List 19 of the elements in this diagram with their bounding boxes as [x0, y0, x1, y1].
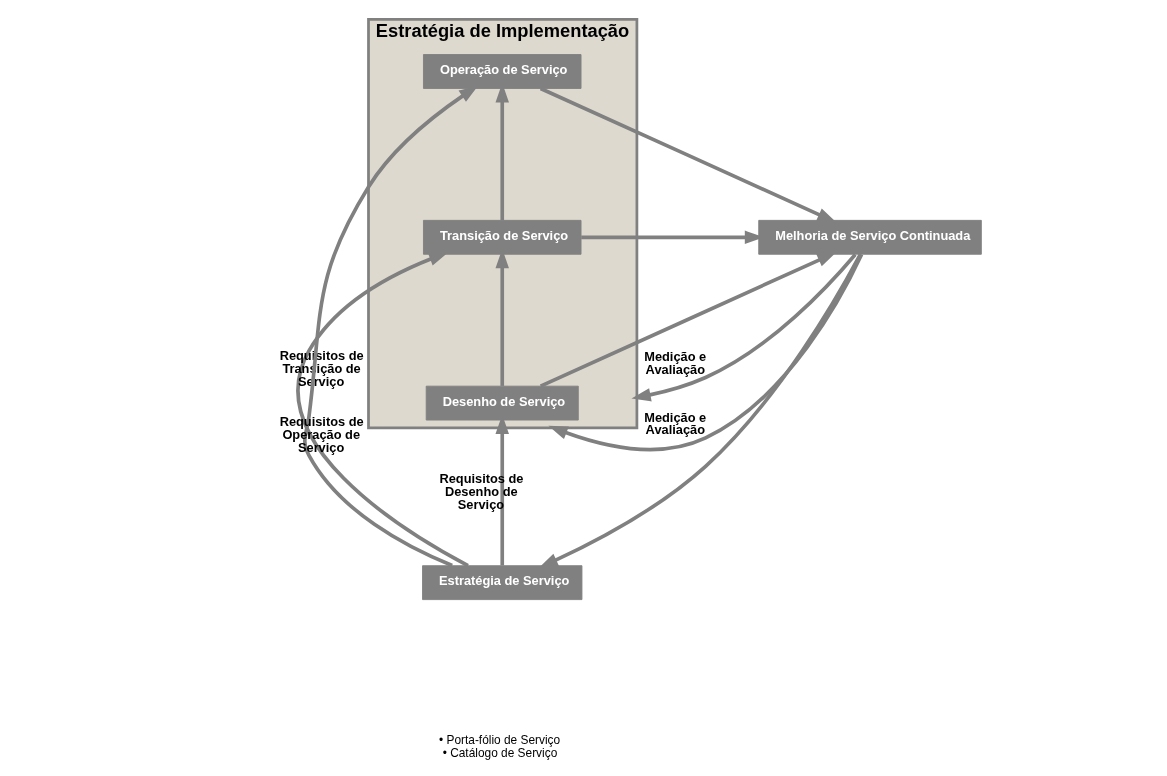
edge-label: Medição e Avaliação — [643, 409, 706, 438]
edge-label: Medição e Avaliação — [643, 349, 706, 377]
arrow — [539, 252, 836, 388]
edge-label: Requisitos de Operação de Serviço — [279, 414, 364, 455]
node-label: • Porta-fólio de Serviço — [438, 733, 560, 748]
arrow — [538, 253, 862, 568]
arrow — [296, 252, 469, 568]
node-box: Melhoria de Serviço Continuada — [757, 219, 982, 255]
arrow — [547, 253, 863, 452]
arrow — [302, 85, 478, 568]
node-box: Desenho de Serviço — [425, 385, 579, 421]
node-box: Estratégia de Serviço — [421, 565, 582, 601]
arrow — [539, 86, 836, 223]
node-box: Operação de Serviço — [422, 54, 581, 89]
arrow — [630, 253, 857, 402]
edge-label: Requisitos de Desenho de Serviço — [438, 470, 524, 512]
node-label: • Catálogo de Serviço — [442, 746, 557, 761]
node-box: Transição de Serviço — [422, 219, 581, 255]
edge-label: Requisitos de Transição de Serviço — [279, 348, 364, 389]
